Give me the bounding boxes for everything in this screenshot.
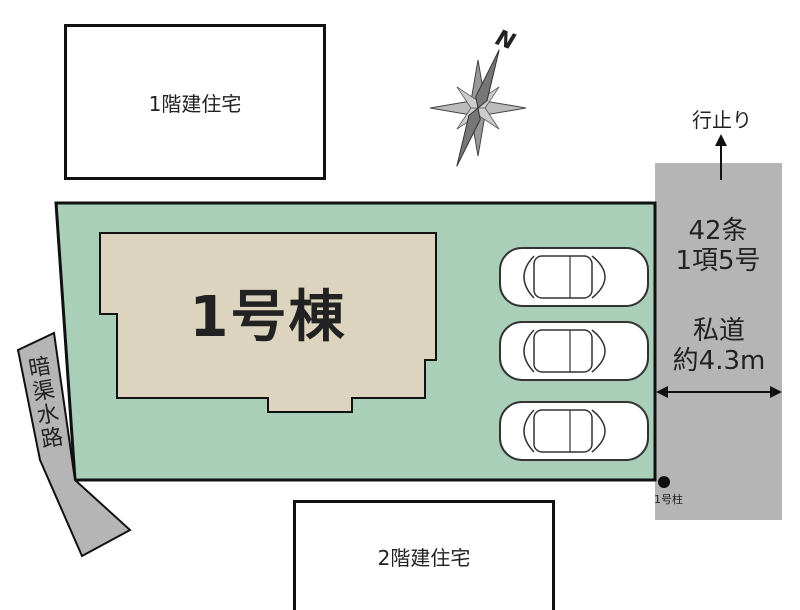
road-type-line1: 私道 [692, 316, 745, 346]
dead-end-arrow [715, 134, 727, 180]
utility-pole-marker [658, 476, 670, 488]
parking-car [499, 247, 649, 307]
drainage-char: 路 [39, 424, 66, 454]
neighbor-house-bottom: 2階建住宅 [293, 500, 555, 610]
road-type-line2: 約4.3m [672, 346, 766, 376]
utility-pole-label: 1号柱 [654, 493, 683, 506]
road-width-arrow [656, 386, 782, 398]
road-class-line2: 1項5号 [675, 246, 761, 276]
neighbor-house-top: 1階建住宅 [64, 24, 326, 180]
drainage-channel [16, 331, 132, 558]
parking-car [499, 321, 649, 381]
building-footprint [99, 232, 437, 413]
neighbor-house-bottom-label: 2階建住宅 [377, 546, 471, 570]
private-road [655, 163, 782, 520]
dead-end-label: 行止り [692, 108, 752, 132]
road-class-line1: 42条 [688, 216, 748, 246]
building-label: 1号棟 [189, 285, 347, 350]
neighbor-house-top-label: 1階建住宅 [148, 91, 242, 116]
compass-icon [429, 49, 527, 167]
road-type-label: 私道 約4.3m [656, 316, 782, 376]
parking-car [499, 401, 649, 461]
road-class-label: 42条 1項5号 [662, 216, 774, 276]
